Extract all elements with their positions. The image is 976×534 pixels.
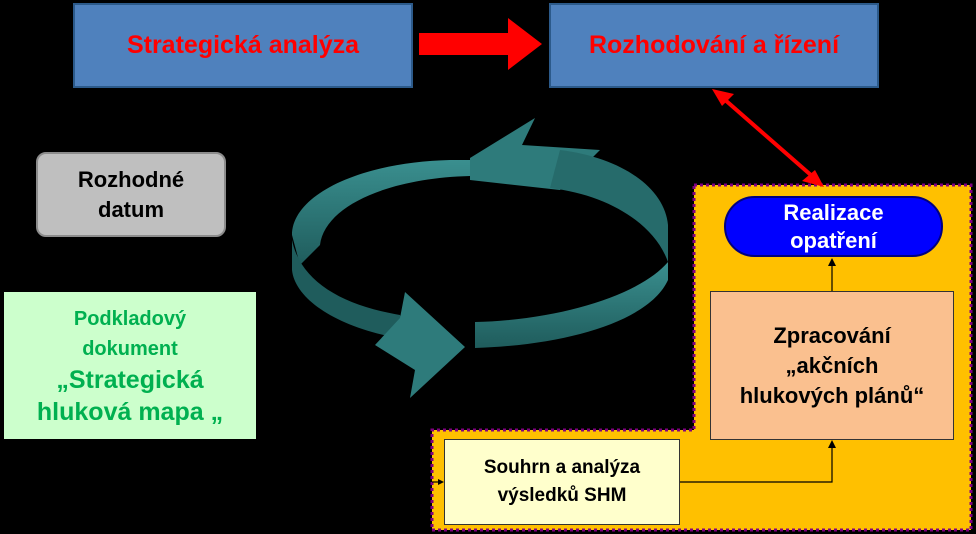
action-plans-box: Zpracování „akčních hlukových plánů“ — [710, 291, 954, 440]
action-plans-line-2: „akčních — [785, 352, 879, 378]
strategic-analysis-label: Strategická analýza — [126, 31, 360, 59]
source-doc-line-2: dokument — [82, 337, 178, 360]
connector-summary-to-plans — [680, 446, 833, 483]
decision-control-label: Rozhodování a řízení — [588, 31, 840, 59]
red-arrow-right — [419, 18, 542, 70]
cycle-arrows — [292, 118, 668, 398]
decision-control-box: Rozhodování a řízení — [549, 3, 879, 88]
action-plans-line-1: Zpracování — [773, 322, 891, 348]
decision-date-line-2: datum — [98, 196, 164, 222]
source-document-box: Podkladový dokument „Strategická hluková… — [4, 292, 256, 439]
realization-box: Realizace opatření — [724, 196, 943, 257]
strategic-analysis-box: Strategická analýza — [73, 3, 413, 88]
source-doc-line-1: Podkladový — [73, 307, 187, 330]
source-doc-line-4: hluková mapa „ — [36, 397, 224, 426]
summary-line-2: výsledků SHM — [497, 485, 627, 506]
source-doc-line-3: „Strategická — [56, 365, 204, 394]
decision-date-line-1: Rozhodné — [77, 166, 185, 192]
decision-date-box: Rozhodné datum — [36, 152, 226, 237]
summary-line-1: Souhrn a analýza — [483, 457, 641, 478]
action-plans-line-3: hlukových plánů“ — [739, 382, 925, 408]
red-double-arrow — [712, 89, 824, 187]
realization-line-1: Realizace — [783, 199, 884, 225]
realization-line-2: opatření — [790, 227, 877, 253]
summary-box: Souhrn a analýza výsledků SHM — [444, 439, 680, 525]
